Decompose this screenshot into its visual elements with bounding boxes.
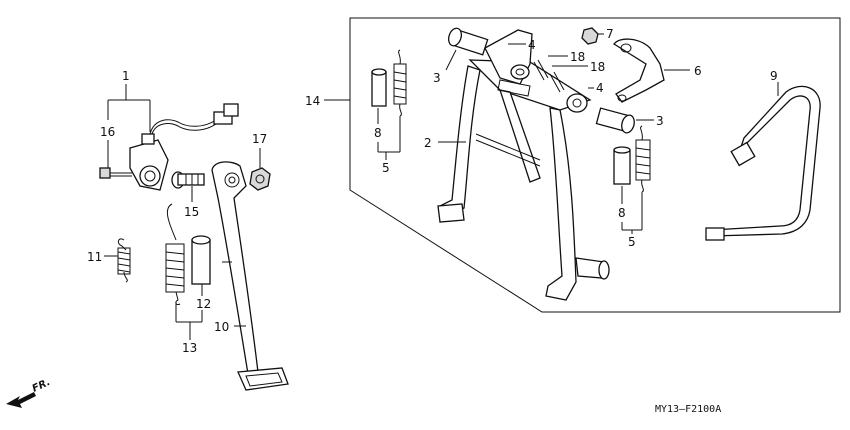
label-14: 14 [305, 94, 320, 108]
assembly-box-outline [349, 17, 841, 313]
nut-7 [581, 27, 599, 45]
spring-11 [117, 238, 131, 283]
leader-lines [104, 33, 779, 340]
spring-set-right [613, 125, 651, 193]
label-12: 12 [196, 297, 211, 311]
label-17: 17 [252, 132, 267, 146]
label-13: 13 [182, 341, 197, 355]
stopper-arm-6 [613, 38, 665, 103]
grab-bar-9 [705, 85, 821, 241]
label-2: 2 [424, 136, 432, 150]
pin-18 [533, 59, 565, 93]
label-5-right: 5 [628, 235, 636, 249]
front-direction-label: FR. [31, 377, 52, 395]
label-18-lower: 18 [590, 60, 605, 74]
label-1: 1 [122, 69, 130, 83]
label-6: 6 [694, 64, 702, 78]
spring-set-left [371, 49, 407, 117]
label-16: 16 [100, 125, 115, 139]
label-4-upper: 4 [528, 38, 536, 52]
figure-code: MY13–F2100A [655, 404, 721, 415]
label-5-left: 5 [382, 161, 390, 175]
label-7: 7 [606, 27, 614, 41]
label-18-upper: 18 [570, 50, 585, 64]
pivot-bolt-15 [171, 171, 205, 189]
collar-3-lower [595, 107, 635, 134]
nut-17 [249, 167, 271, 191]
label-3-upper: 3 [433, 71, 441, 85]
side-stand [211, 161, 289, 391]
main-stand [437, 59, 610, 301]
label-9: 9 [770, 69, 778, 83]
label-15: 15 [184, 205, 199, 219]
washer-4-lower [566, 93, 588, 113]
label-3-lower: 3 [656, 114, 664, 128]
front-direction-arrow-icon [6, 392, 36, 408]
label-8-right: 8 [618, 206, 626, 220]
label-8-left: 8 [374, 126, 382, 140]
label-4-lower: 4 [596, 81, 604, 95]
label-10: 10 [214, 320, 229, 334]
collar-3-upper [448, 27, 489, 56]
label-11: 11 [87, 250, 102, 264]
spring-13 [165, 203, 185, 305]
bolt-16 [99, 167, 132, 179]
side-stand-switch [129, 103, 239, 191]
collar-12 [191, 235, 211, 285]
